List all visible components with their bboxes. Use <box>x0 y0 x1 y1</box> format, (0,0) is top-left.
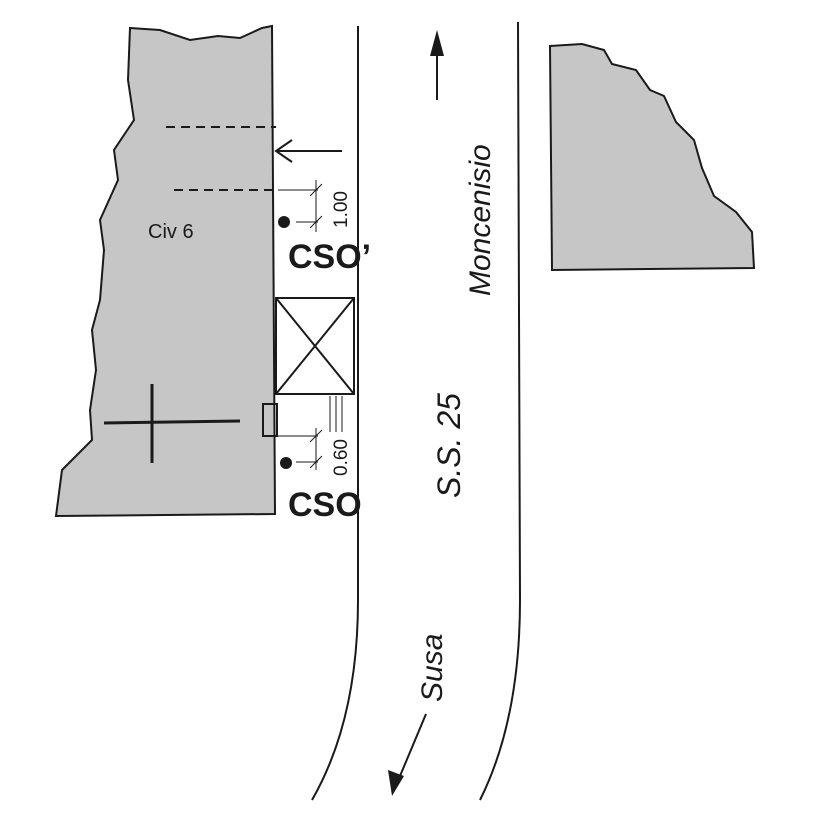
entrance-arrow-icon <box>274 139 342 163</box>
dimension-bottom-label: 0.60 <box>331 439 352 476</box>
south-arrow-icon <box>388 713 427 796</box>
building-left <box>54 24 277 518</box>
cso-top-label: CSO’ <box>288 238 371 276</box>
road-edge-west <box>311 26 359 801</box>
civ-label: Civ 6 <box>148 221 194 243</box>
road-name-label: S.S. 25 <box>431 393 467 498</box>
cross-mark-icon <box>103 384 241 463</box>
crossed-box-icon <box>275 297 355 395</box>
north-arrow-icon <box>430 30 444 100</box>
cso-bottom-marker-icon <box>280 457 292 469</box>
dimension-bottom <box>278 396 343 470</box>
dimension-top <box>278 180 323 232</box>
dimension-top-label: 1.00 <box>331 191 352 228</box>
small-niche <box>262 403 278 437</box>
cso-bottom-label: CSO <box>288 486 362 524</box>
cso-top-marker-icon <box>278 216 290 228</box>
road-north-label: Moncenisio <box>464 144 497 296</box>
road-edge-east <box>479 21 522 801</box>
building-right <box>548 42 756 272</box>
road-south-label: Susa <box>416 634 449 702</box>
